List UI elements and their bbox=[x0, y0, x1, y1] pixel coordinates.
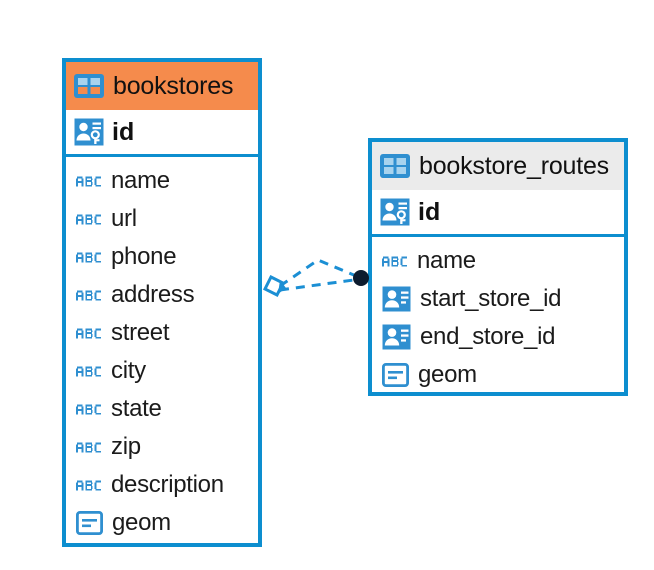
field-label: url bbox=[111, 205, 137, 232]
abc-text-icon bbox=[76, 206, 102, 232]
filled-circle-marker bbox=[353, 270, 369, 286]
field-row[interactable]: description bbox=[66, 466, 258, 504]
field-row[interactable]: address bbox=[66, 276, 258, 314]
diamond-outline-marker bbox=[262, 274, 286, 298]
entity-title-bookstore-routes: bookstore_routes bbox=[419, 151, 609, 180]
geometry-icon bbox=[381, 362, 410, 388]
field-label: phone bbox=[111, 243, 177, 270]
field-label: zip bbox=[111, 433, 141, 460]
abc-text-icon bbox=[76, 244, 102, 270]
table-icon bbox=[380, 154, 410, 178]
primary-key-label-bookstores: id bbox=[112, 117, 135, 146]
field-label: street bbox=[111, 319, 170, 346]
relationship-line-lower bbox=[279, 277, 362, 292]
field-row[interactable]: geom bbox=[66, 504, 258, 542]
abc-text-icon bbox=[76, 168, 102, 194]
abc-text-icon bbox=[76, 434, 102, 460]
field-row[interactable]: name bbox=[66, 162, 258, 200]
geometry-icon bbox=[75, 510, 104, 536]
abc-text-icon bbox=[76, 396, 102, 422]
field-label: description bbox=[111, 471, 224, 498]
entity-title-bookstores: bookstores bbox=[113, 71, 234, 100]
primary-key-label-bookstore-routes: id bbox=[418, 197, 441, 226]
field-row[interactable]: name bbox=[372, 242, 624, 280]
entity-header-bookstore-routes[interactable]: bookstore_routes bbox=[372, 142, 624, 190]
field-row[interactable]: url bbox=[66, 200, 258, 238]
relationship-connector bbox=[262, 258, 369, 298]
relationship-line-upper bbox=[279, 258, 362, 288]
field-label: name bbox=[417, 247, 476, 274]
table-icon bbox=[74, 74, 104, 98]
foreign-key-icon bbox=[382, 286, 411, 312]
entity-header-bookstores[interactable]: bookstores bbox=[66, 62, 258, 110]
abc-text-icon bbox=[76, 282, 102, 308]
field-row[interactable]: phone bbox=[66, 238, 258, 276]
field-label: geom bbox=[112, 509, 171, 536]
field-label: end_store_id bbox=[420, 323, 556, 350]
entity-bookstores[interactable]: bookstores id name url phone address street c… bbox=[62, 58, 262, 547]
field-row[interactable]: end_store_id bbox=[372, 318, 624, 356]
field-list-bookstores: name url phone address street city state zip des… bbox=[66, 157, 258, 542]
field-row[interactable]: street bbox=[66, 314, 258, 352]
field-row[interactable]: start_store_id bbox=[372, 280, 624, 318]
field-label: state bbox=[111, 395, 162, 422]
field-row[interactable]: city bbox=[66, 352, 258, 390]
primary-key-row-bookstore-routes[interactable]: id bbox=[372, 190, 624, 237]
field-row[interactable]: geom bbox=[372, 356, 624, 394]
field-label: address bbox=[111, 281, 195, 308]
primary-key-icon bbox=[74, 118, 104, 146]
abc-text-icon bbox=[76, 320, 102, 346]
abc-text-icon bbox=[382, 248, 408, 274]
field-row[interactable]: state bbox=[66, 390, 258, 428]
abc-text-icon bbox=[76, 358, 102, 384]
primary-key-icon bbox=[380, 198, 410, 226]
primary-key-row-bookstores[interactable]: id bbox=[66, 110, 258, 157]
foreign-key-icon bbox=[382, 324, 411, 350]
field-label: geom bbox=[418, 361, 477, 388]
field-label: name bbox=[111, 167, 170, 194]
field-label: start_store_id bbox=[420, 285, 562, 312]
abc-text-icon bbox=[76, 472, 102, 498]
field-label: city bbox=[111, 357, 146, 384]
field-row[interactable]: zip bbox=[66, 428, 258, 466]
